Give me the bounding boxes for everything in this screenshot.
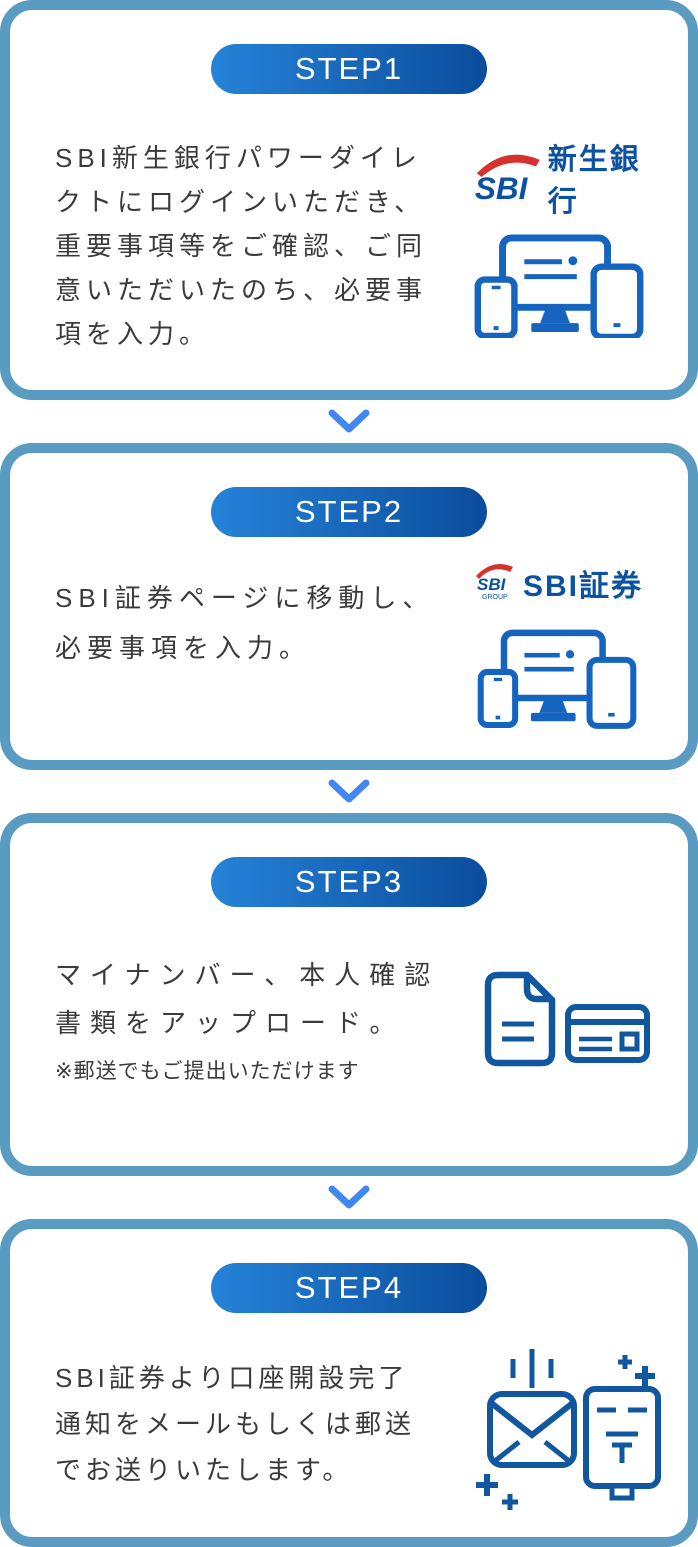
- svg-text:SBI: SBI: [475, 171, 529, 204]
- sbi-logo-mark-icon: SBI: [475, 154, 540, 204]
- step-3-note: ※郵送でもご提出いただけます: [55, 1060, 360, 1083]
- step-4-badge: STEP4: [211, 1263, 487, 1313]
- chevron-down-icon: [328, 779, 370, 802]
- step-connector: [0, 770, 698, 813]
- step-1-card: STEP1 SBI新生銀行パワーダイレ クトにログインいただき、 重要事項等をご…: [0, 0, 698, 400]
- document-and-card-icon: [484, 971, 650, 1067]
- sbi-shinsei-bank-logo: SBI 新生銀行: [473, 136, 666, 220]
- sparkle-icon: [476, 1474, 518, 1510]
- step-2-description: SBI証券ページに移動し、 必要事項を入力。: [55, 583, 435, 663]
- chevron-down-icon: [328, 409, 370, 432]
- step-3-description: マイナンバー、本人確認 書類をアップロード。: [55, 960, 440, 1038]
- sbi-securities-logo: SBI GROUP SBI証券: [473, 561, 643, 605]
- step-1-description: SBI新生銀行パワーダイレ クトにログインいただき、 重要事項等をご確認、ご同 …: [55, 143, 428, 349]
- step-connector: [0, 1176, 698, 1219]
- sbi-group-mark-icon: SBI GROUP: [476, 564, 513, 601]
- svg-text:SBI: SBI: [477, 575, 507, 594]
- step-1-badge: STEP1: [211, 44, 487, 94]
- step-3-card: STEP3 マイナンバー、本人確認 書類をアップロード。 ※郵送でもご提出いただ…: [0, 813, 698, 1176]
- chevron-down-icon: [328, 1185, 370, 1208]
- sparkle-icon: [618, 1355, 655, 1386]
- card-icon: [565, 1004, 650, 1063]
- step-2-badge: STEP2: [211, 487, 487, 537]
- step-4-description: SBI証券より口座開設完了 通知をメールもしくは郵送 でお送りいたします。: [55, 1363, 416, 1485]
- devices-icon: [474, 234, 644, 338]
- postbox-icon: [583, 1386, 661, 1501]
- step-4-card: STEP4 SBI証券より口座開設完了 通知をメールもしくは郵送 でお送りいたし…: [0, 1219, 698, 1547]
- mail-icon: [487, 1349, 577, 1468]
- step-connector: [0, 400, 698, 443]
- bank-logo-text: 新生銀行: [547, 144, 641, 218]
- step-3-badge: STEP3: [211, 857, 487, 907]
- step-2-card: STEP2 SBI証券ページに移動し、 必要事項を入力。 SBI GROUP S…: [0, 443, 698, 770]
- devices-icon: [477, 629, 637, 729]
- svg-text:GROUP: GROUP: [482, 594, 508, 601]
- securities-logo-text: SBI証券: [523, 570, 644, 603]
- document-icon: [484, 971, 556, 1067]
- mail-and-postbox-icon: [476, 1349, 661, 1510]
